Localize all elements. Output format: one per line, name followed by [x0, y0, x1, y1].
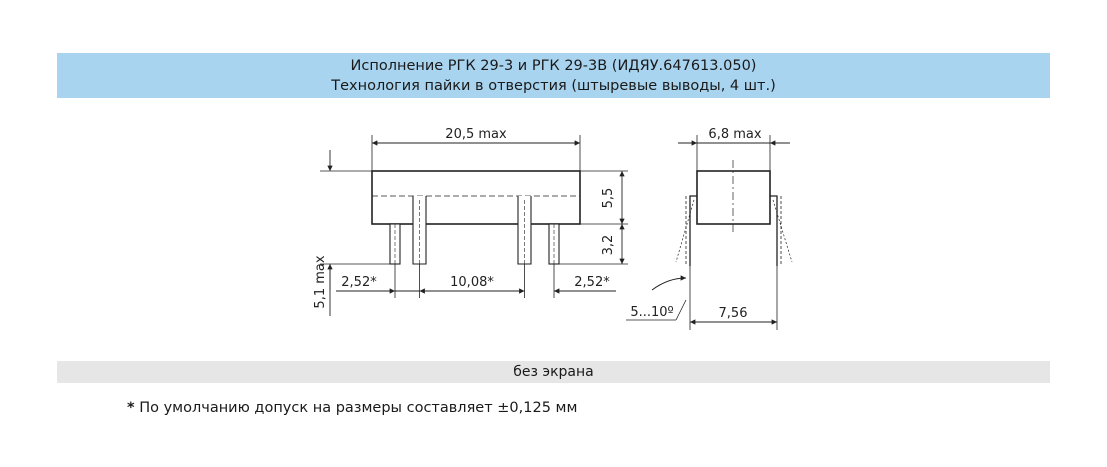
lead-left	[689, 195, 697, 266]
dim-pitch-left: 2,52*	[341, 275, 377, 290]
relay-body-side	[696, 170, 771, 225]
dim-pitch-right: 2,52*	[574, 275, 610, 290]
dim-width: 6,8 max	[708, 127, 761, 142]
dim-angle: 5...10º	[630, 305, 673, 320]
dim-pitch-center: 10,08*	[450, 275, 494, 290]
dim-pin-length: 3,2	[601, 235, 616, 256]
relay-body-front	[371, 170, 581, 225]
dim-lead-spacing: 7,56	[719, 306, 748, 321]
dim-total-height: 5,1 max	[313, 255, 328, 308]
pin-2	[412, 196, 427, 265]
front-view	[320, 135, 628, 316]
pin-4	[548, 223, 560, 265]
pin-1	[389, 223, 401, 265]
footnote-text: По умолчанию допуск на размеры составляе…	[134, 400, 578, 416]
header-title: Исполнение РГК 29-3 и РГК 29-3В (ИДЯУ.64…	[350, 58, 757, 74]
caption-band: без экрана	[57, 361, 1050, 383]
caption-text: без экрана	[513, 364, 594, 380]
footnote: * По умолчанию допуск на размеры составл…	[127, 400, 577, 416]
dim-length: 20,5 max	[445, 127, 507, 142]
header-band: Исполнение РГК 29-3 и РГК 29-3В (ИДЯУ.64…	[57, 53, 1050, 98]
lead-right	[770, 195, 778, 266]
footnote-star: *	[127, 400, 135, 416]
dim-body-height: 5,5	[601, 188, 616, 209]
pin-3	[517, 196, 532, 265]
header-subtitle: Технология пайки в отверстия (штыревые в…	[331, 78, 776, 94]
side-view	[626, 135, 793, 330]
